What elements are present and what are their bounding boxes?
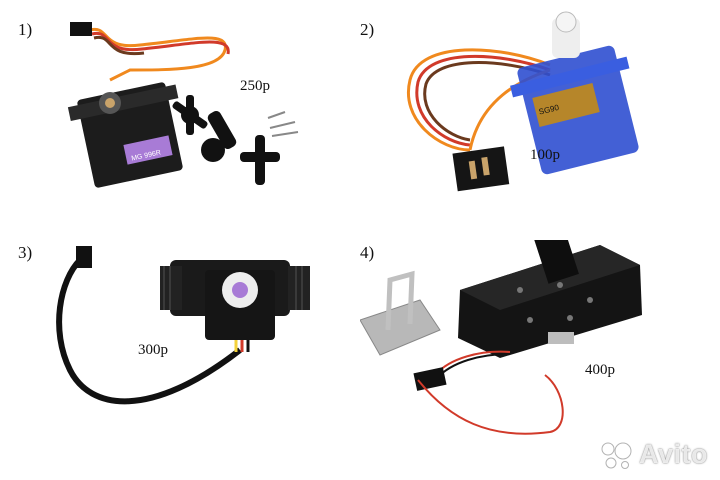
item-price: 250p (240, 78, 270, 94)
avito-logo-icon (601, 442, 632, 469)
sg90-servo-photo: SG90 (407, 11, 639, 192)
item-price: 300p (138, 342, 168, 358)
item-number: 1) (18, 20, 33, 39)
watermark-text: Avito (639, 439, 708, 469)
electromagnetic-lock-photo (360, 240, 642, 435)
item-price: 100p (530, 147, 560, 163)
item-number: 4) (360, 243, 375, 262)
mg996r-servo-photo: MG 996R (67, 22, 299, 188)
water-flow-sensor-photo (56, 246, 310, 405)
item-number: 3) (18, 243, 33, 262)
avito-watermark: Avito (599, 439, 708, 470)
item-price: 400p (585, 362, 615, 378)
product-cell-1: 1) MG 996R 250p (0, 0, 360, 240)
item-number: 2) (360, 20, 375, 39)
product-cell-4: 4) 400p (360, 240, 720, 480)
product-cell-3: 3) 300p (0, 240, 360, 480)
product-cell-2: 2) SG90 100p (360, 0, 720, 240)
